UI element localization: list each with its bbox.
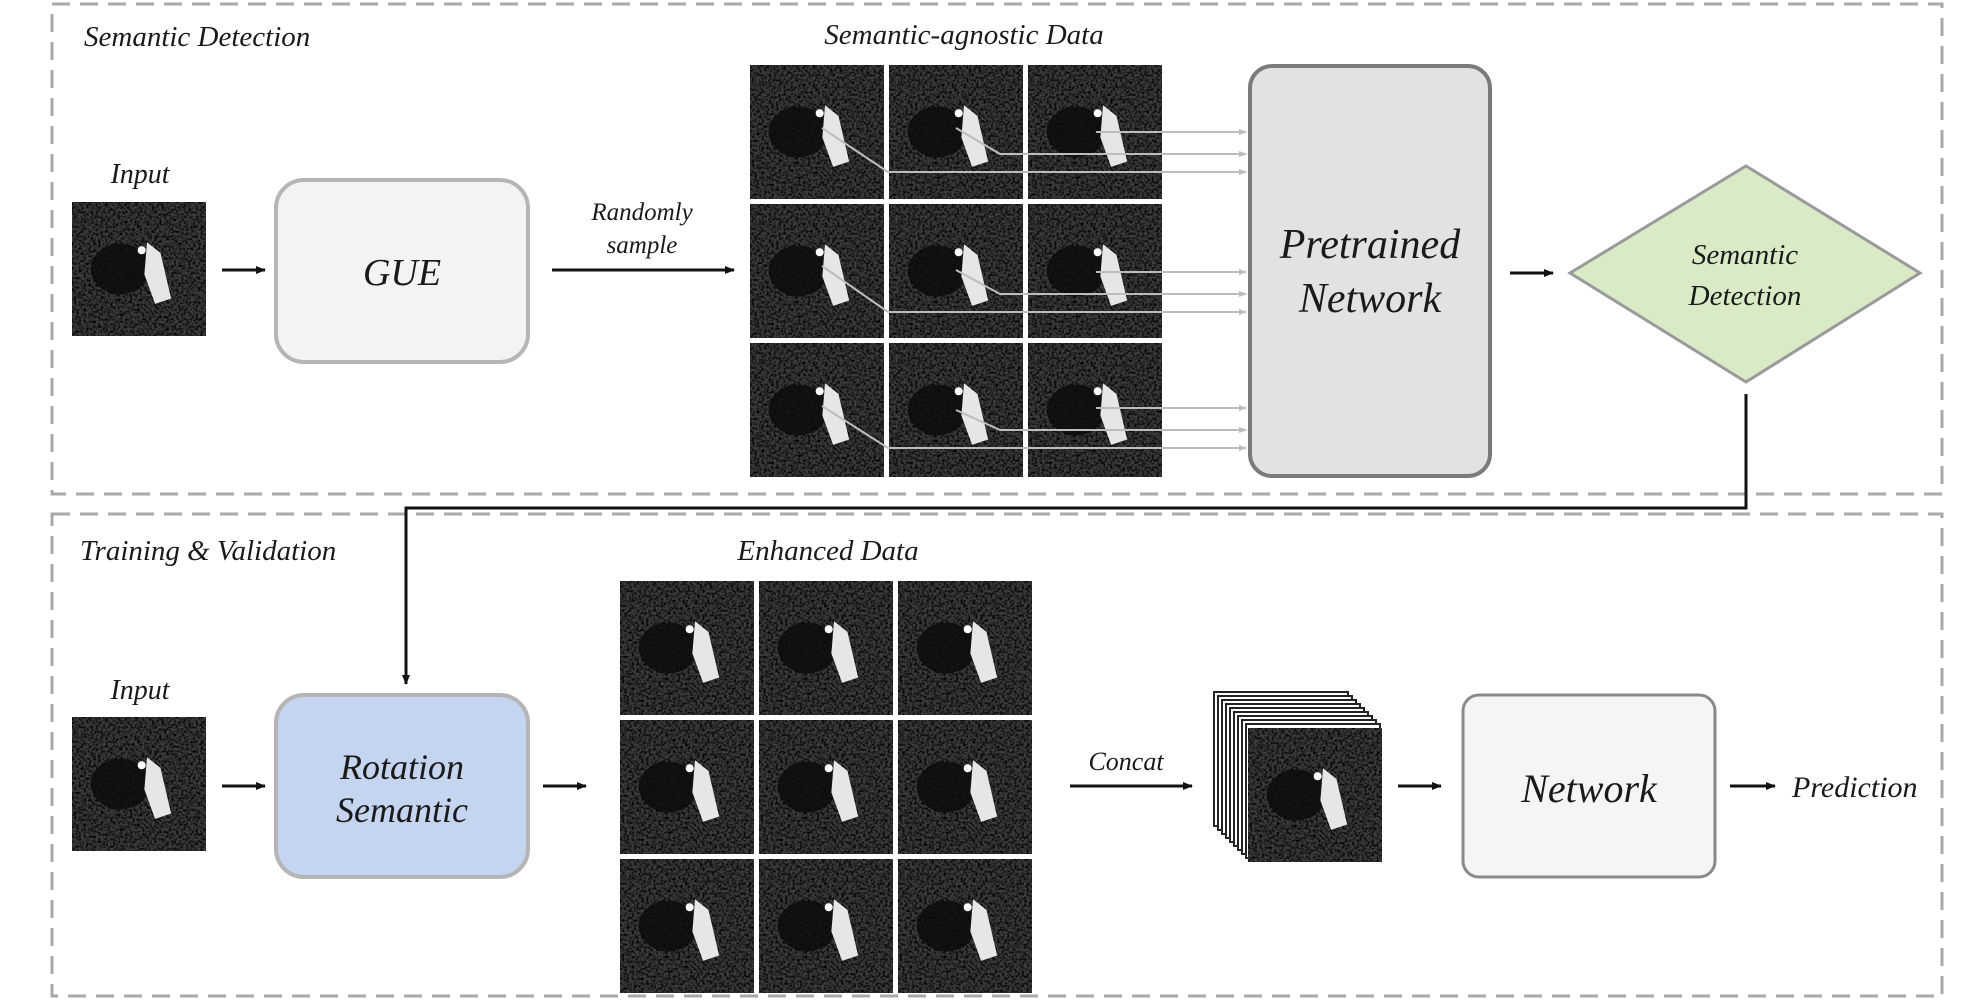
rotation-semantic-box	[274, 693, 530, 879]
grid-bottom-cell-7	[620, 859, 754, 993]
grid-top-cell-7	[750, 343, 884, 477]
gue-box	[274, 178, 530, 364]
network-label: Network	[1520, 766, 1658, 811]
rotation-label-1: Rotation	[339, 747, 464, 787]
gue-label: GUE	[363, 252, 441, 294]
grid-bottom-cell-4	[620, 720, 754, 854]
bottom-section-title: Training & Validation	[80, 535, 336, 567]
detection-to-rotation-connector	[402, 394, 1748, 685]
concat-stack	[1213, 691, 1382, 862]
grid-bottom-cell-5	[759, 720, 893, 854]
grid-bottom-cell-2	[759, 581, 893, 715]
grid-to-pretrained-connectors	[821, 127, 1247, 451]
top-section-frame	[50, 2, 1944, 496]
bottom-input-label: Input	[109, 675, 170, 706]
bottom-input-image	[72, 717, 206, 851]
grid-top-cell-9	[1028, 343, 1162, 477]
semantic-detection-diamond	[1567, 164, 1923, 384]
network-box	[1461, 693, 1717, 879]
grid-top-cell-2	[889, 65, 1023, 199]
grid-bottom-cell-6	[898, 720, 1032, 854]
top-input-image	[72, 202, 206, 336]
detection-label-1: Semantic	[1692, 239, 1798, 271]
enhanced-data-title: Enhanced Data	[736, 535, 918, 567]
randomly-sample-label-2: sample	[607, 232, 678, 259]
pretrained-label-1: Pretrained	[1279, 222, 1461, 268]
grid-top-cell-1	[750, 65, 884, 199]
concat-label: Concat	[1088, 747, 1164, 776]
grid-top-cell-4	[750, 204, 884, 338]
grid-bottom-cell-3	[898, 581, 1032, 715]
detection-label-2: Detection	[1688, 280, 1802, 312]
bottom-section-frame	[50, 512, 1944, 998]
top-input-label: Input	[109, 159, 170, 190]
pretrained-label-2: Network	[1298, 276, 1443, 322]
stack-front-image	[1248, 728, 1382, 862]
rotation-label-2: Semantic	[336, 790, 468, 830]
top-section-title: Semantic Detection	[84, 21, 310, 53]
enhanced-data-grid	[620, 581, 1032, 993]
prediction-label: Prediction	[1791, 771, 1918, 804]
randomly-sample-label-1: Randomly	[590, 199, 693, 226]
grid-bottom-cell-9	[898, 859, 1032, 993]
grid-bottom-cell-1	[620, 581, 754, 715]
grid-bottom-cell-8	[759, 859, 893, 993]
semantic-agnostic-title: Semantic-agnostic Data	[824, 19, 1103, 51]
pretrained-network-box	[1248, 64, 1492, 478]
